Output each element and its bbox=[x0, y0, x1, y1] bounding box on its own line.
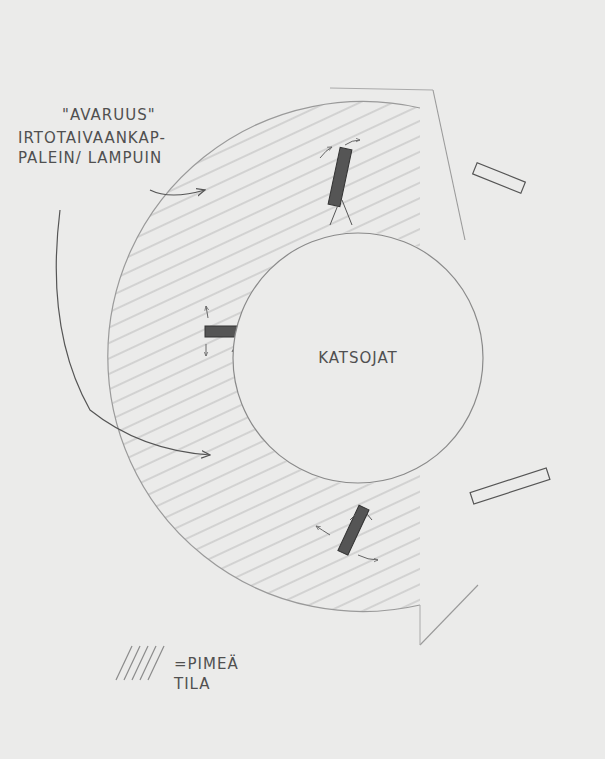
edge-line bbox=[420, 585, 478, 645]
edge-line bbox=[433, 90, 465, 240]
edge-line bbox=[420, 605, 421, 645]
movable-screen bbox=[316, 505, 378, 560]
panel bbox=[470, 468, 550, 504]
edge-line bbox=[330, 88, 433, 90]
legend-text: =PIMEÄ TILA bbox=[174, 654, 239, 694]
movable-screen bbox=[320, 140, 360, 225]
legend-swatch bbox=[112, 640, 168, 684]
audience-circle: KATSOJAT bbox=[232, 232, 484, 484]
pointer-arrow bbox=[56, 210, 210, 455]
note-text: IRTOTAIVAANKAP- PALEIN/ LAMPUIN bbox=[18, 128, 166, 168]
pointer-arrow bbox=[150, 190, 205, 195]
note-text: "AVARUUS" bbox=[62, 105, 156, 125]
legend-row: =PIMEÄ TILA bbox=[112, 640, 239, 694]
node-label: KATSOJAT bbox=[318, 349, 398, 367]
panel bbox=[473, 163, 526, 194]
